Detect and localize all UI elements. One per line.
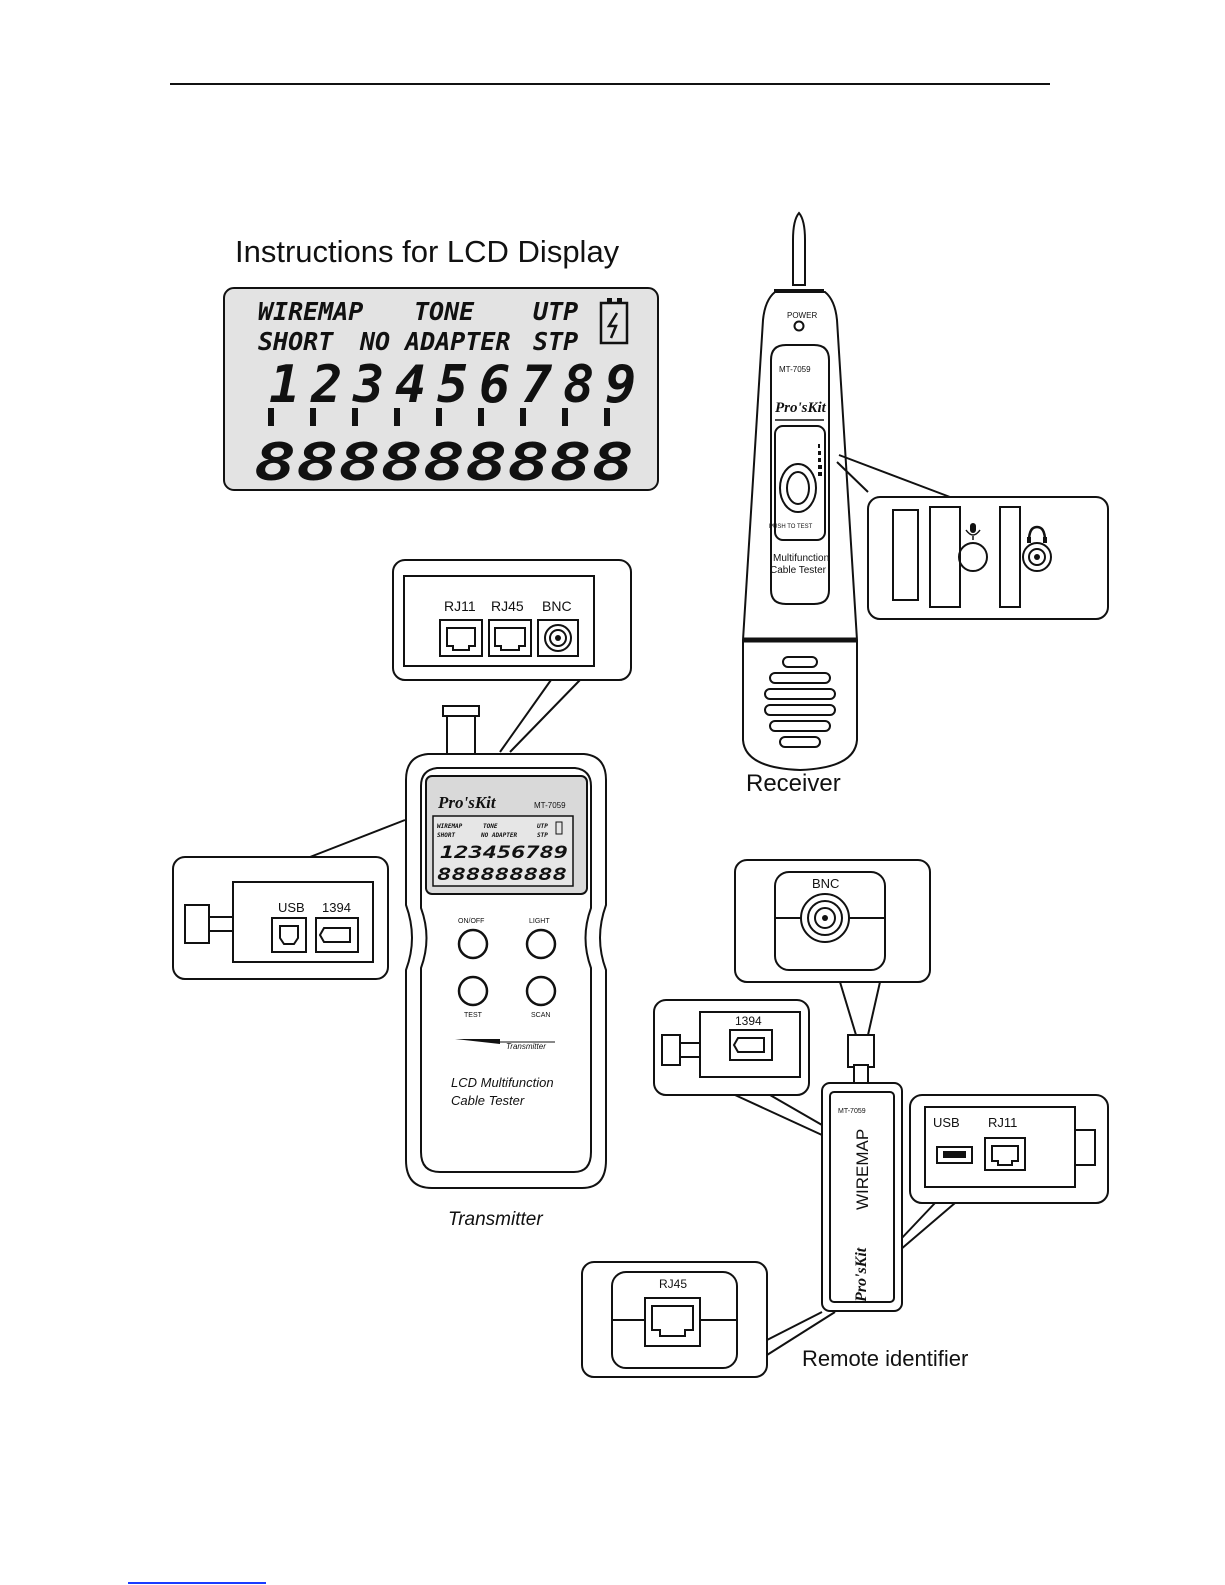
light-label: LIGHT (529, 918, 550, 925)
lcd-digit-6: 6 (479, 355, 510, 415)
remote-model: MT-7059 (838, 1108, 866, 1115)
signal-level-icon (818, 444, 822, 476)
lcd-digit-2: 2 (310, 355, 342, 415)
port-label-1394: 1394 (322, 900, 351, 915)
lcd-utp: UTP (533, 297, 578, 326)
remote-1394-callout: 1394 (653, 999, 823, 1136)
port-label-rj45: RJ45 (491, 598, 524, 614)
scan-label: SCAN (531, 1012, 550, 1019)
remote-usb-rj11-callout: USB RJ11 (899, 1094, 1109, 1251)
port-label-rj11: RJ11 (444, 598, 476, 614)
lcd-digit-row: 1 2 3 4 5 6 7 8 9 (269, 355, 636, 415)
remote-usb-port-icon (936, 1146, 973, 1164)
lcd-short: SHORT (258, 327, 334, 356)
receiver-brand-logo: Pro'sKit (775, 400, 827, 416)
lcd-stp: STP (533, 327, 578, 356)
receiver-desc-line1: Multifunction (773, 553, 829, 564)
speaker-grille-icon (764, 656, 836, 748)
receiver-model: MT-7059 (779, 365, 811, 374)
firewire-port-icon (315, 917, 359, 953)
rj11-port-icon (439, 619, 483, 657)
bnc-port-icon (537, 619, 579, 657)
receiver-desc-line2: Cable Tester (770, 565, 827, 576)
mini-lcd-tone: TONE (483, 823, 498, 830)
remote-rj45-callout: RJ45 (581, 1261, 836, 1378)
receiver-side-callout (836, 454, 1109, 620)
transmitter-sub-label: Transmitter (506, 1042, 546, 1051)
lcd-digit-8: 8 (563, 355, 594, 415)
lcd-panel: WIREMAP TONE UTP SHORT NO ADAPTER STP 1 … (223, 287, 659, 493)
lcd-digit-3: 3 (352, 355, 384, 415)
port-label-usb: USB (278, 900, 305, 915)
push-to-test-button[interactable] (779, 463, 817, 513)
transmitter-device: Pro'sKit MT-7059 WIREMAP TONE UTP SHORT … (405, 705, 607, 1189)
mini-lcd-wiremap: WIREMAP (437, 823, 463, 830)
remote-bnc-label: BNC (812, 876, 839, 891)
power-indicator-icon (793, 320, 805, 332)
lcd-digit-1: 1 (269, 355, 300, 415)
lcd-digit-4: 4 (395, 355, 426, 415)
remote-wiremap-label: WIREMAP (853, 1129, 872, 1210)
remote-bnc-callout: BNC (734, 859, 931, 1036)
headphone-icon (1027, 525, 1047, 543)
remote-identifier-device: MT-7059 WIREMAP Pro'sKit (821, 1034, 903, 1312)
port-label-bnc: BNC (542, 598, 572, 614)
test-label: TEST (464, 1012, 483, 1019)
receiver-caption: Receiver (746, 770, 841, 797)
transmitter-model: MT-7059 (534, 801, 566, 810)
onoff-button[interactable] (457, 928, 489, 960)
transmitter-screen: WIREMAP TONE UTP SHORT NO ADAPTER STP 12… (432, 815, 574, 887)
scan-button[interactable] (525, 975, 557, 1007)
lcd-connector-ticks (268, 408, 610, 426)
microphone-icon (965, 523, 981, 540)
receiver-power-label: POWER (787, 311, 817, 320)
lcd-bottom-digits: 888888888 (254, 433, 634, 493)
receiver-push-label: PUSH TO TEST (769, 524, 813, 530)
remote-rj11-label: RJ11 (988, 1115, 1017, 1130)
transmitter-top-ports-callout: RJ11 RJ45 BNC (392, 559, 632, 753)
remote-caption: Remote identifier (802, 1346, 968, 1371)
remote-rj45-port-icon (644, 1297, 701, 1347)
mini-lcd-no-adapter: NO ADAPTER (480, 832, 518, 839)
transmitter-side-ports-callout: USB 1394 (172, 819, 406, 980)
transmitter-desc-line1: LCD Multifunction (451, 1075, 554, 1090)
mini-lcd-digits: 123456789 (440, 843, 568, 863)
remote-bnc-connector-icon (800, 893, 850, 943)
transmitter-caption: Transmitter (448, 1209, 543, 1230)
lcd-no-adapter: NO ADAPTER (359, 327, 511, 356)
onoff-label: ON/OFF (458, 918, 484, 925)
remote-firewire-port-icon (729, 1029, 773, 1061)
remote-brand-logo: Pro'sKit (853, 1247, 870, 1303)
receiver-device: POWER MT-7059 Pro'sKit PUSH TO TEST Mult… (742, 211, 858, 772)
lcd-digit-9: 9 (605, 355, 636, 415)
transmitter-desc-line2: Cable Tester (451, 1093, 525, 1108)
mini-lcd-bottom: 888888888 (437, 865, 567, 885)
remote-1394-label: 1394 (735, 1014, 762, 1028)
mini-lcd-utp: UTP (537, 823, 548, 830)
page-title: Instructions for LCD Display (235, 234, 620, 269)
mini-lcd-stp: STP (537, 832, 548, 839)
rj45-port-icon (488, 619, 532, 657)
light-button[interactable] (525, 928, 557, 960)
lcd-tone: TONE (414, 297, 475, 326)
test-button[interactable] (457, 975, 489, 1007)
usb-port-icon (271, 917, 307, 953)
remote-usb-label: USB (933, 1115, 960, 1130)
lcd-digit-7: 7 (521, 355, 553, 415)
remote-rj45-label: RJ45 (659, 1277, 687, 1291)
transmitter-brand-logo: Pro'sKit (437, 793, 497, 812)
lcd-wiremap: WIREMAP (258, 297, 363, 326)
remote-rj11-port-icon (984, 1137, 1026, 1171)
battery-icon (599, 298, 629, 345)
mini-lcd-short: SHORT (437, 832, 455, 839)
lcd-digit-5: 5 (437, 355, 468, 415)
